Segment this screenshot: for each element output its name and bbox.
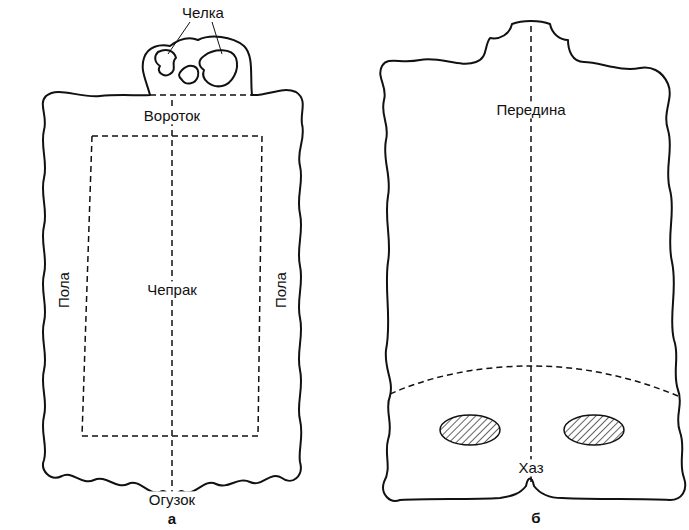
leader-line xyxy=(168,22,190,54)
region-label: Пола xyxy=(272,269,289,311)
region-label: Чепрак xyxy=(144,281,200,298)
figure-letter: б xyxy=(528,509,543,526)
callout-label: Челка xyxy=(179,4,227,21)
spine-line xyxy=(530,26,532,486)
region-label: Передина xyxy=(493,101,568,118)
leader-line xyxy=(212,22,222,54)
region-label: Огузок xyxy=(146,491,198,508)
forelock xyxy=(179,66,198,84)
region-boundary xyxy=(82,136,92,436)
forelock xyxy=(200,50,238,86)
hide-outline xyxy=(380,21,685,501)
hatched-oval xyxy=(440,415,500,445)
region-boundary xyxy=(258,136,262,436)
region-label: Хаз xyxy=(515,459,546,476)
hatched-oval xyxy=(564,415,624,445)
region-boundary xyxy=(92,135,262,137)
region-label: Пола xyxy=(55,269,72,311)
forelock xyxy=(155,50,176,75)
region-boundary xyxy=(150,94,252,96)
spine-line xyxy=(171,100,173,500)
figure-letter: а xyxy=(165,510,179,527)
region-label: Вороток xyxy=(141,107,203,124)
region-boundary xyxy=(390,366,678,396)
hide-outline xyxy=(43,37,303,500)
region-boundary xyxy=(82,435,258,437)
